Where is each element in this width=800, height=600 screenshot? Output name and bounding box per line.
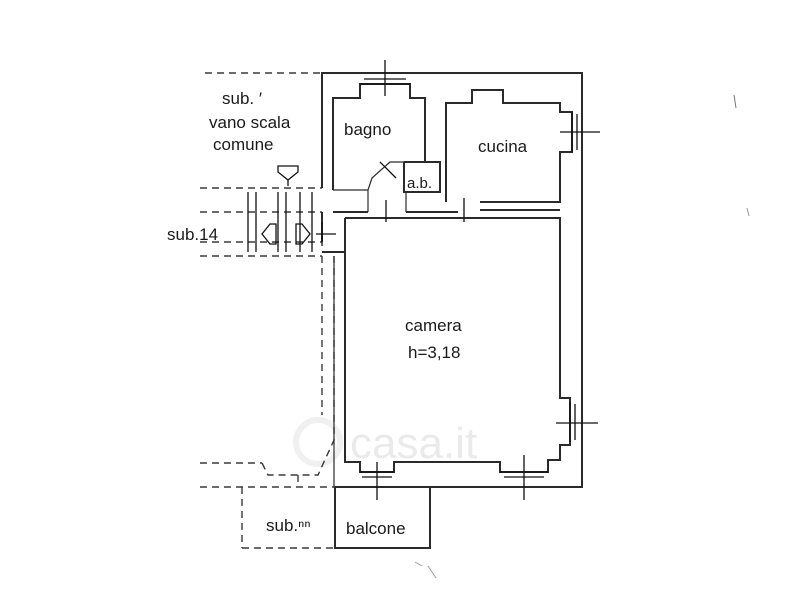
door-marks (316, 161, 465, 246)
window-bagno-top (360, 60, 410, 96)
window-camera-right (556, 402, 598, 442)
room-label-balcone: balcone (346, 519, 406, 538)
window-camera-bottom-right (500, 455, 548, 500)
stair-sub-label: sub. ′ (222, 89, 262, 108)
watermark-text: casa.it (350, 419, 477, 468)
door-arrow-left-icon (261, 223, 277, 245)
window-cucina-right (560, 112, 600, 152)
cucina-walls (445, 89, 573, 203)
room-label-cucina: cucina (478, 137, 528, 156)
ab-walls (403, 161, 441, 212)
door-arrow-right-icon (295, 223, 311, 245)
room-label-bagno: bagno (344, 120, 391, 139)
room-height-camera: h=3,18 (408, 343, 460, 362)
sub-bottom-label: sub.ⁿⁿ (266, 516, 311, 535)
stair-area-outline (200, 72, 323, 257)
stair-symbols (247, 192, 313, 252)
room-label-ab: a.b. (407, 175, 432, 192)
stair-arrow-down-icon (277, 165, 299, 186)
neighbour-outline (200, 256, 335, 549)
stair-label-line2: comune (213, 135, 273, 154)
corridor-walls (333, 209, 560, 213)
watermark: casa.it (293, 417, 477, 468)
room-label-camera: camera (405, 316, 462, 335)
window-camera-bottom-left (360, 462, 394, 500)
scan-artifacts (414, 94, 750, 579)
sub14-label: sub.14 (167, 225, 218, 244)
stair-label-line1: vano scala (209, 113, 291, 132)
